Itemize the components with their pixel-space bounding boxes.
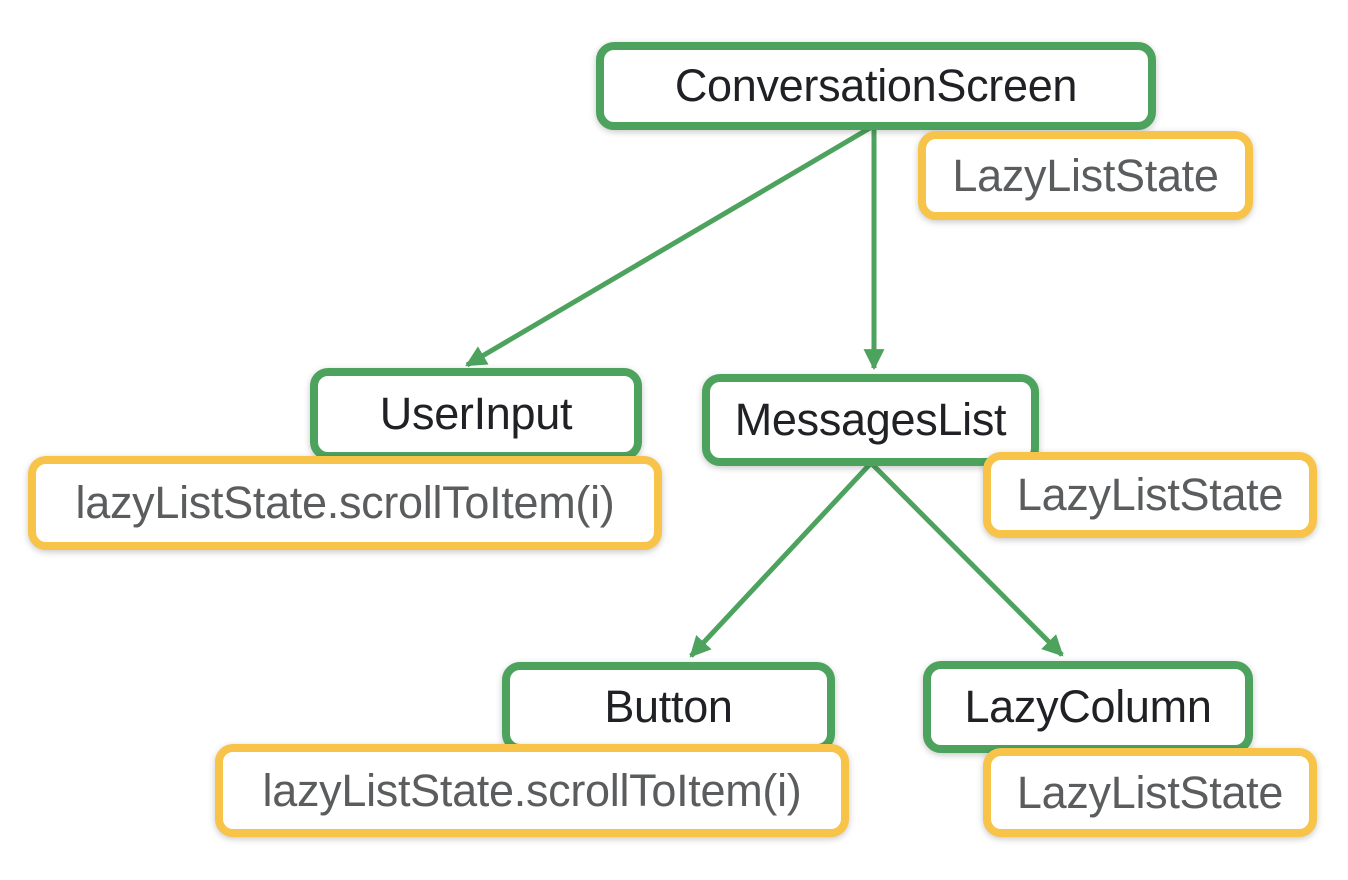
node-messages-list-label: MessagesList	[734, 394, 1007, 445]
state-chip-label: LazyListState	[1016, 469, 1284, 520]
node-lazy-column: LazyColumn	[923, 661, 1253, 753]
state-chip-label: lazyListState.scrollToItem(i)	[75, 477, 615, 528]
state-chip-label: LazyListState	[952, 149, 1219, 201]
node-button: Button	[502, 662, 835, 752]
state-chip-button-callback: lazyListState.scrollToItem(i)	[215, 744, 849, 837]
state-chip-messages-list-lazyliststate: LazyListState	[983, 452, 1317, 538]
edge-messageslist-button	[689, 461, 873, 658]
node-button-label: Button	[604, 681, 733, 732]
node-lazy-column-label: LazyColumn	[964, 681, 1212, 732]
node-conversation-screen-label: ConversationScreen	[674, 60, 1078, 111]
state-chip-lazy-column-lazyliststate: LazyListState	[983, 748, 1317, 837]
edge-conversationscreen-userinput	[465, 125, 872, 368]
node-user-input-label: UserInput	[379, 388, 573, 439]
node-user-input: UserInput	[310, 368, 642, 460]
state-chip-user-input-callback: lazyListState.scrollToItem(i)	[28, 456, 662, 550]
node-conversation-screen: ConversationScreen	[596, 42, 1156, 130]
node-messages-list: MessagesList	[702, 374, 1039, 466]
state-chip-label: lazyListState.scrollToItem(i)	[262, 764, 802, 816]
state-chip-conversation-screen-lazyliststate: LazyListState	[918, 131, 1253, 220]
state-chip-label: LazyListState	[1016, 766, 1284, 818]
